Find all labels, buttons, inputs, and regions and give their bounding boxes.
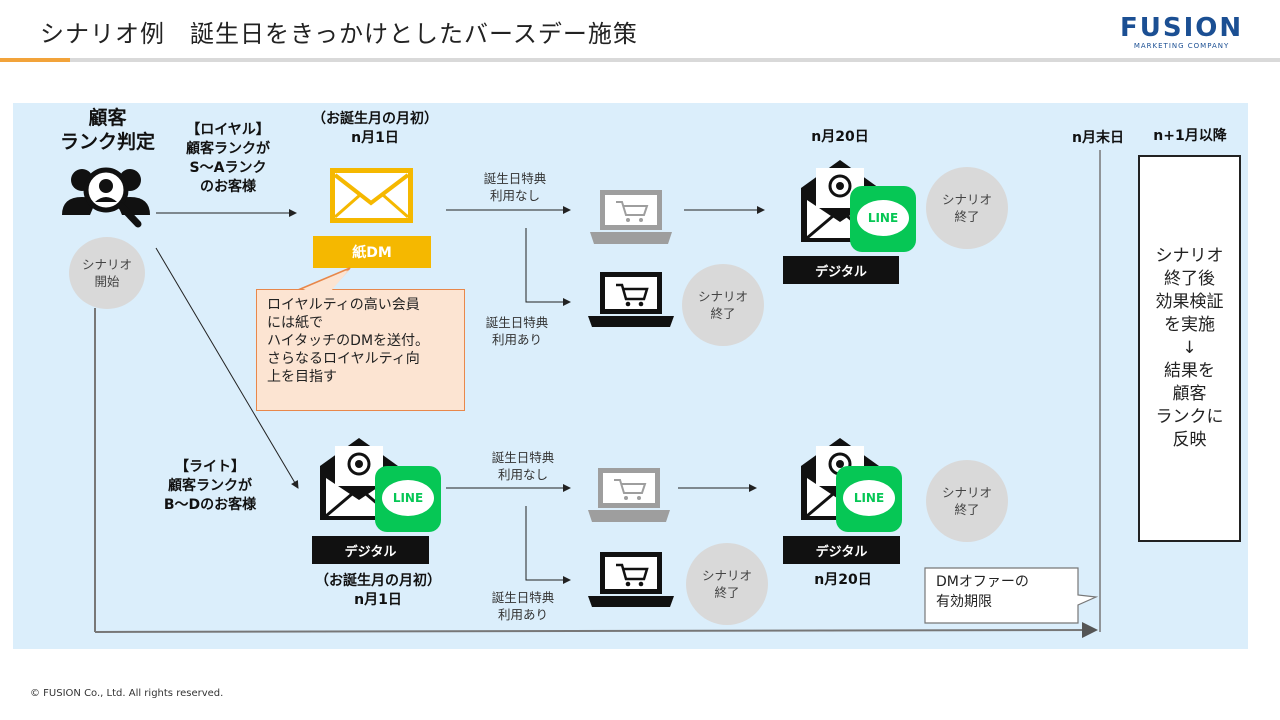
scenario-end-4-line1: シナリオ — [701, 568, 752, 583]
result-line4: を実施 — [1164, 315, 1215, 335]
light-label-line2: 顧客ランクが — [168, 478, 252, 494]
scenario-end-circle-1: シナリオ終了 — [926, 167, 1008, 249]
royal-send-date-line2: n月1日 — [351, 130, 399, 146]
dm-offer-note: DMオファーの 有効期限 — [936, 572, 1076, 612]
result-line5: 結果を — [1164, 361, 1215, 381]
laptop-cart-icon-light-unused — [588, 468, 670, 522]
header-divider — [0, 58, 1280, 62]
royal-benefit-unused-line2: 利用なし — [489, 188, 540, 203]
result-arrow: ↓ — [1182, 338, 1197, 358]
scenario-end-1-line2: 終了 — [954, 209, 980, 224]
scenario-end-1-line1: シナリオ — [941, 192, 992, 207]
light-used-arrow — [525, 506, 571, 584]
arrow-to-light — [155, 247, 299, 489]
dm-offer-line2: 有効期限 — [936, 594, 992, 610]
digital-tag-royal-n20: デジタル — [783, 256, 899, 284]
logo-subtitle: MARKETING COMPANY — [1133, 42, 1230, 50]
scenario-start-circle: シナリオ 開始 — [69, 237, 145, 309]
royal-label-line3: S～Aランク — [189, 160, 267, 176]
scenario-end-circle-2: シナリオ終了 — [682, 264, 764, 346]
light-segment-label: 【ライト】 顧客ランクが B～Dのお客様 — [140, 458, 280, 515]
rank-title-line2: ランク判定 — [59, 131, 155, 153]
callout-line1: ロイヤルティの高い会員 — [267, 297, 420, 313]
line-logo-text-2: LINE — [382, 480, 434, 516]
dm-offer-line1: DMオファーの — [936, 574, 1029, 590]
result-line8: 反映 — [1172, 430, 1207, 450]
laptop-cart-icon-royal-used — [588, 272, 674, 327]
fusion-logo: FUSION MARKETING COMPANY — [1120, 14, 1243, 50]
result-line7: ランクに — [1155, 407, 1224, 427]
laptop-cart-icon-royal-unused — [590, 190, 672, 244]
light-benefit-used-line1: 誕生日特典 — [491, 590, 555, 605]
n20-label-bottom: n月20日 — [814, 572, 872, 588]
paper-dm-tag: 紙DM — [313, 236, 431, 268]
timeline-horizontal — [94, 622, 1098, 639]
header-divider-accent — [0, 58, 70, 62]
next-month-label: n+1月以降 — [1153, 128, 1227, 144]
royal-benefit-unused-line1: 誕生日特典 — [483, 171, 547, 186]
royal-benefit-used-line2: 利用あり — [491, 332, 542, 347]
line-logo-text-3: LINE — [843, 480, 895, 516]
copyright: © FUSION Co., Ltd. All rights reserved. — [30, 688, 224, 699]
royal-used-arrow — [525, 228, 571, 306]
callout-line4: さらなるロイヤルティ向 — [267, 351, 420, 367]
light-send-date-line2: n月1日 — [354, 592, 402, 608]
digital-tag-light-n20: デジタル — [783, 536, 900, 564]
scenario-end-2-line2: 終了 — [710, 306, 736, 321]
light-benefit-unused-line2: 利用なし — [497, 467, 548, 482]
callout-line5: 上を目指す — [267, 369, 337, 385]
light-benefit-unused-line1: 誕生日特典 — [491, 450, 555, 465]
scenario-end-3-line2: 終了 — [954, 502, 980, 517]
laptop-cart-icon-light-used — [588, 552, 674, 607]
royal-send-date: （お誕生月の月初） n月1日 — [300, 110, 450, 148]
result-box: シナリオ 終了後 効果検証 を実施 ↓ 結果を 顧客 ランクに 反映 — [1138, 155, 1241, 542]
royal-benefit-unused: 誕生日特典 利用なし — [470, 170, 560, 204]
callout-line2: には紙で — [267, 315, 323, 331]
result-line2: 終了後 — [1164, 269, 1215, 289]
light-benefit-used-line2: 利用あり — [497, 607, 548, 622]
digital-tag-light-n1: デジタル — [312, 536, 429, 564]
royal-segment-label: 【ロイヤル】 顧客ランクが S～Aランク のお客様 — [168, 121, 288, 197]
light-benefit-used: 誕生日特典 利用あり — [478, 589, 568, 623]
royal-benefit-used-line1: 誕生日特典 — [485, 315, 549, 330]
light-send-date: （お誕生月の月初） n月1日 — [300, 572, 456, 610]
scenario-start-line1: シナリオ — [81, 257, 132, 272]
scenario-end-4-line2: 終了 — [714, 585, 740, 600]
light-benefit-unused: 誕生日特典 利用なし — [478, 449, 568, 483]
logo-wordmark: FUSION — [1120, 13, 1244, 43]
royal-benefit-used: 誕生日特典 利用あり — [472, 314, 562, 348]
result-line6: 顧客 — [1172, 384, 1207, 404]
callout-line3: ハイタッチのDMを送付。 — [267, 333, 430, 349]
royal-label-line4: のお客様 — [200, 179, 256, 195]
royal-callout: ロイヤルティの高い会員 には紙で ハイタッチのDMを送付。 さらなるロイヤルティ… — [256, 289, 465, 411]
rank-title: 顧客 ランク判定 — [50, 106, 165, 154]
light-label-line3: B～Dのお客様 — [163, 497, 257, 513]
scenario-end-circle-4: シナリオ終了 — [686, 543, 768, 625]
result-line3: 効果検証 — [1155, 292, 1224, 312]
month-end-label: n月末日 — [1072, 130, 1124, 146]
scenario-end-3-line1: シナリオ — [941, 485, 992, 500]
scenario-end-2-line1: シナリオ — [697, 289, 748, 304]
scenario-end-circle-3: シナリオ終了 — [926, 460, 1008, 542]
light-label-line1: 【ライト】 — [175, 459, 245, 475]
light-send-date-line1: （お誕生月の月初） — [315, 573, 441, 589]
scenario-start-line2: 開始 — [94, 274, 120, 289]
royal-label-line2: 顧客ランクが — [186, 141, 270, 157]
royal-label-line1: 【ロイヤル】 — [186, 122, 270, 138]
line-logo-text-1: LINE — [857, 200, 909, 236]
result-line1: シナリオ — [1155, 246, 1224, 266]
n20-label-top: n月20日 — [811, 129, 869, 145]
rank-title-line1: 顧客 — [88, 107, 127, 129]
royal-send-date-line1: （お誕生月の月初） — [312, 111, 438, 127]
page-title: シナリオ例 誕生日をきっかけとしたバースデー施策 — [40, 20, 638, 48]
